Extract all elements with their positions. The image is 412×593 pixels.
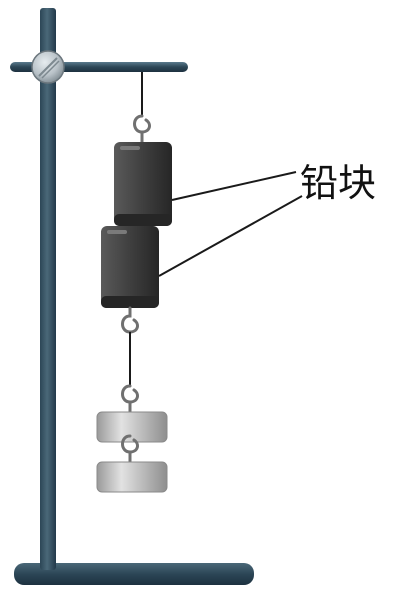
- stand-base: [14, 563, 254, 585]
- hook-top: [133, 114, 151, 134]
- weight-1: [96, 411, 168, 443]
- lead-block-1: [114, 142, 172, 226]
- stand-pole: [40, 8, 56, 570]
- hook-weight-1: [121, 384, 139, 404]
- leader-line-1: [171, 171, 297, 201]
- lead-block-2: [101, 226, 159, 308]
- clamp-knob: [31, 50, 65, 84]
- label-lead-block: 铅块: [300, 161, 376, 205]
- weight-2: [96, 461, 168, 493]
- hook-middle: [121, 306, 139, 334]
- leader-line-2: [158, 195, 303, 277]
